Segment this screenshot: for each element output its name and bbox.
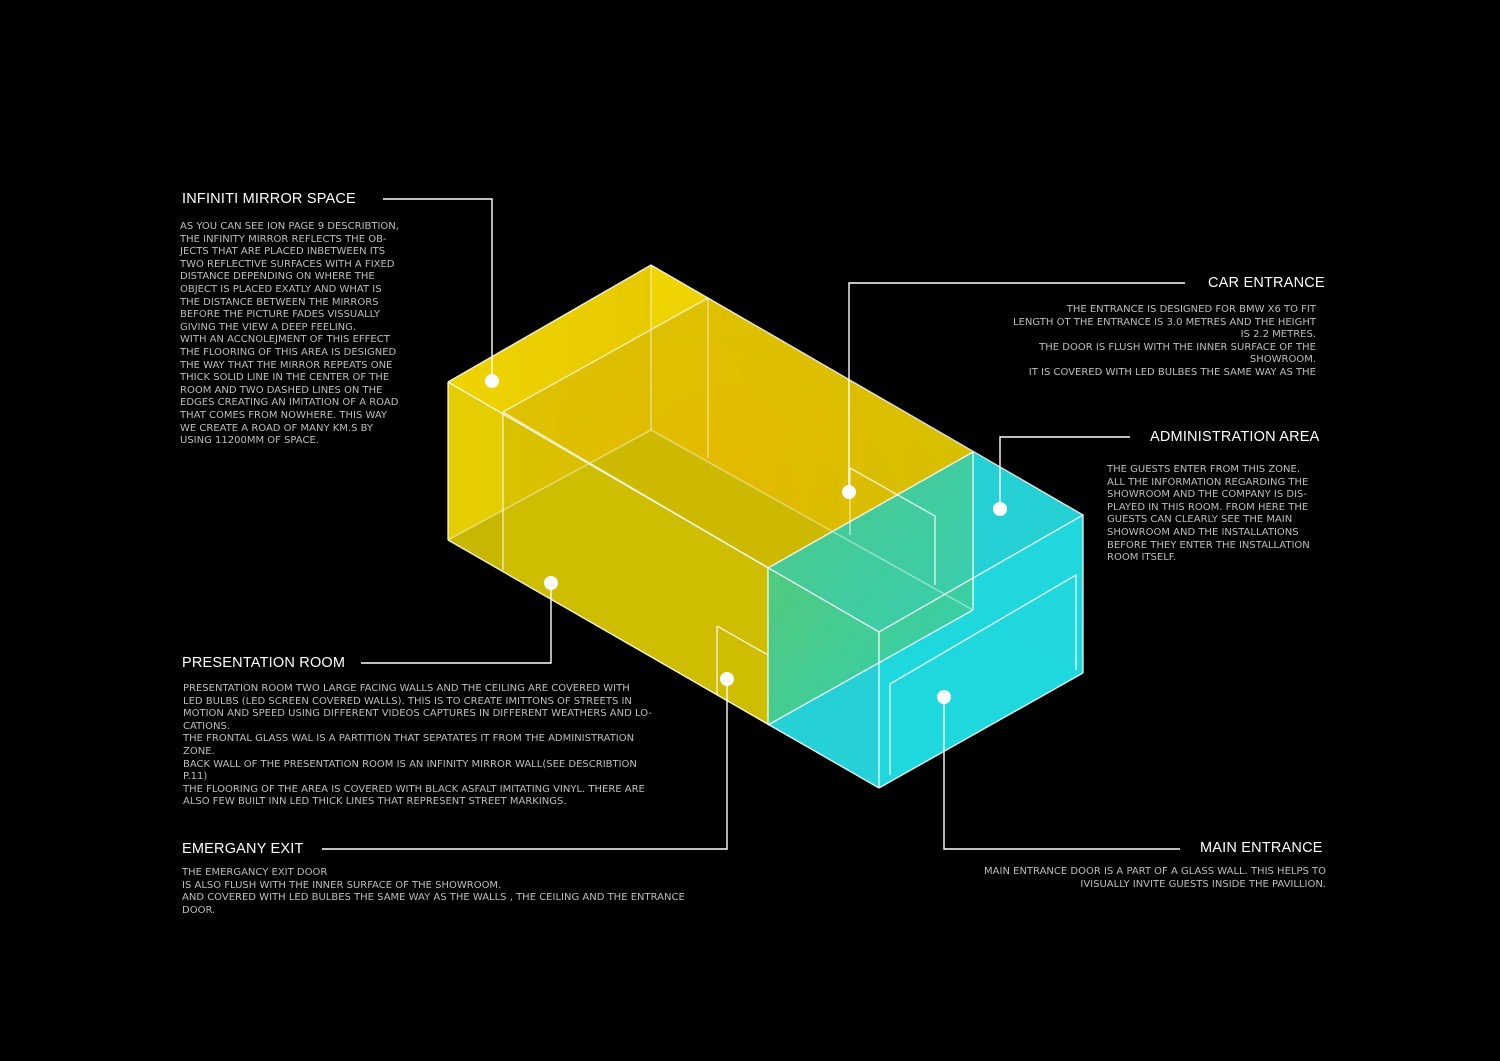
presentation-title: PRESENTATION ROOM: [182, 655, 346, 671]
description-line: THE WAY THAT THE MIRROR REPEATS ONE: [180, 359, 393, 371]
leader-lines: [322, 198, 1185, 850]
presentation-description: PRESENTATION ROOM TWO LARGE FACING WALLS…: [183, 683, 669, 809]
car-entrance-description: THE ENTRANCE IS DESIGNED FOR BMW X6 TO F…: [980, 304, 1316, 380]
description-line: BEFORE THE PICTURE FADES VISSUALLY: [180, 309, 380, 321]
dot-emergency-exit: [720, 672, 734, 686]
administration-description: THE GUESTS ENTER FROM THIS ZONE.ALL THE …: [1107, 464, 1322, 565]
description-line: THE EMERGANCY EXIT DOOR: [182, 867, 328, 878]
description-line: THE INFINITY MIRROR REFLECTS THE OB-: [180, 233, 387, 245]
infinity-mirror-description: AS YOU CAN SEE ION PAGE 9 DESCRIBTION,TH…: [180, 221, 411, 448]
description-line: ALL THE INFORMATION REGARDING THE: [1107, 476, 1309, 488]
leader-presentation: [361, 583, 552, 664]
car-entrance-title: CAR ENTRANCE: [1208, 275, 1325, 291]
description-line: THE DOOR IS FLUSH WITH THE INNER SURFACE…: [1039, 341, 1316, 353]
description-line: P.11): [183, 771, 208, 783]
description-line: TWO REFLECTIVE SURFACES WITH A FIXED: [180, 258, 395, 270]
description-line: GIVING THE VIEW A DEEP FEELING.: [180, 321, 357, 333]
description-line: THE GUESTS ENTER FROM THIS ZONE.: [1107, 464, 1301, 475]
main-entrance-description: MAIN ENTRANCE DOOR IS A PART OF A GLASS …: [940, 866, 1326, 891]
dot-main-entrance: [937, 690, 951, 704]
cyan-right-wall: [879, 515, 1083, 788]
description-line: THAT COMES FROM NOWHERE. THIS WAY: [180, 409, 388, 421]
dot-infinity-mirror: [485, 374, 499, 388]
description-line: CATIONS.: [183, 720, 230, 732]
description-line: LENGTH OT THE ENTRANCE IS 3.0 METRES AND…: [1013, 316, 1316, 328]
green-glass-partition: [768, 452, 973, 725]
description-line: MOTION AND SPEED USING DIFFERENT VIDEOS …: [183, 708, 652, 720]
wireframe-edges: [447, 264, 1085, 789]
main-entrance-title: MAIN ENTRANCE: [1200, 840, 1323, 856]
administration-title: ADMINISTRATION AREA: [1150, 429, 1320, 445]
description-line: WITH AN ACCNOLEJMENT OF THIS EFFECT: [180, 334, 390, 346]
dot-presentation: [544, 576, 558, 590]
description-line: DOOR.: [182, 904, 216, 916]
description-line: MAIN ENTRANCE DOOR IS A PART OF A GLASS …: [984, 866, 1326, 877]
callout-dots: [485, 374, 1007, 704]
yellow-front-wall: [448, 382, 768, 725]
leader-emergency-exit: [322, 679, 728, 850]
leader-infinity-mirror: [383, 198, 493, 381]
description-line: SHOWROOM AND THE INSTALLATIONS: [1107, 526, 1299, 538]
description-line: EDGES CREATING AN IMITATION OF A ROAD: [180, 397, 399, 409]
leader-main-entrance: [943, 697, 1180, 850]
description-line: THICK SOLID LINE IN THE CENTER OF THE: [180, 372, 390, 384]
description-line: IS ALSO FLUSH WITH THE INNER SURFACE OF …: [182, 879, 502, 891]
description-line: AND COVERED WITH LED BULBES THE SAME WAY…: [182, 892, 685, 904]
description-line: IS 2.2 METRES.: [1240, 329, 1316, 341]
description-line: THE ENTRANCE IS DESIGNED FOR BMW X6 TO F…: [1066, 304, 1316, 315]
description-line: PLAYED IN THIS ROOM. FROM HERE THE: [1107, 501, 1309, 513]
cyan-volume: [768, 452, 1083, 788]
description-line: THE DISTANCE BETWEEN THE MIRRORS: [180, 296, 379, 308]
description-line: IT IS COVERED WITH LED BULBES THE SAME W…: [1028, 366, 1316, 378]
dot-car-entrance: [842, 485, 856, 499]
description-line: ZONE.: [183, 745, 215, 757]
description-line: THE FLOORING OF THIS AREA IS DESIGNED: [180, 346, 397, 358]
description-line: ROOM AND TWO DASHED LINES ON THE: [180, 384, 383, 396]
description-line: ALSO FEW BUILT INN LED THICK LINES THAT …: [183, 796, 567, 808]
description-line: BACK WALL OF THE PRESENTATION ROOM IS AN…: [183, 758, 637, 770]
description-line: THE FLOORING OF THE AREA IS COVERED WITH…: [183, 783, 645, 795]
description-line: JECTS THAT ARE PLACED INBETWEEN ITS: [180, 246, 386, 258]
leader-car-entrance: [848, 282, 1185, 492]
leader-administration: [999, 436, 1130, 509]
description-line: GUESTS CAN CLEARLY SEE THE MAIN: [1107, 514, 1293, 526]
emergency-exit-title: EMERGANY EXIT: [182, 841, 304, 857]
dot-administration: [993, 502, 1007, 516]
description-line: SHOWROOM AND THE COMPANY IS DIS-: [1107, 489, 1308, 501]
description-line: THE FRONTAL GLASS WAL IS A PARTITION THA…: [183, 733, 635, 745]
description-line: BEFORE THEY ENTER THE INSTALLATION: [1107, 539, 1310, 551]
description-line: SHOWROOM.: [1249, 354, 1316, 366]
infinity-mirror-title: INFINITI MIRROR SPACE: [182, 191, 356, 207]
description-line: OBJECT IS PLACED EXATLY AND WHAT IS: [180, 283, 382, 295]
description-line: USING 11200MM OF SPACE.: [180, 435, 319, 447]
description-line: ROOM ITSELF.: [1107, 552, 1177, 564]
description-line: PRESENTATION ROOM TWO LARGE FACING WALLS…: [183, 683, 630, 694]
cyan-top: [768, 452, 1083, 632]
yellow-top: [448, 265, 973, 568]
description-line: AS YOU CAN SEE ION PAGE 9 DESCRIBTION,: [180, 221, 399, 232]
description-line: LED BULBS (LED SCREEN COVERED WALLS). TH…: [183, 695, 632, 707]
description-line: IVISUALLY INVITE GUESTS INSIDE THE PAVIL…: [1080, 878, 1326, 890]
description-line: WE CREATE A ROAD OF MANY KM.S BY: [180, 422, 374, 434]
description-line: DISTANCE DEPENDING ON WHERE THE: [180, 271, 375, 283]
